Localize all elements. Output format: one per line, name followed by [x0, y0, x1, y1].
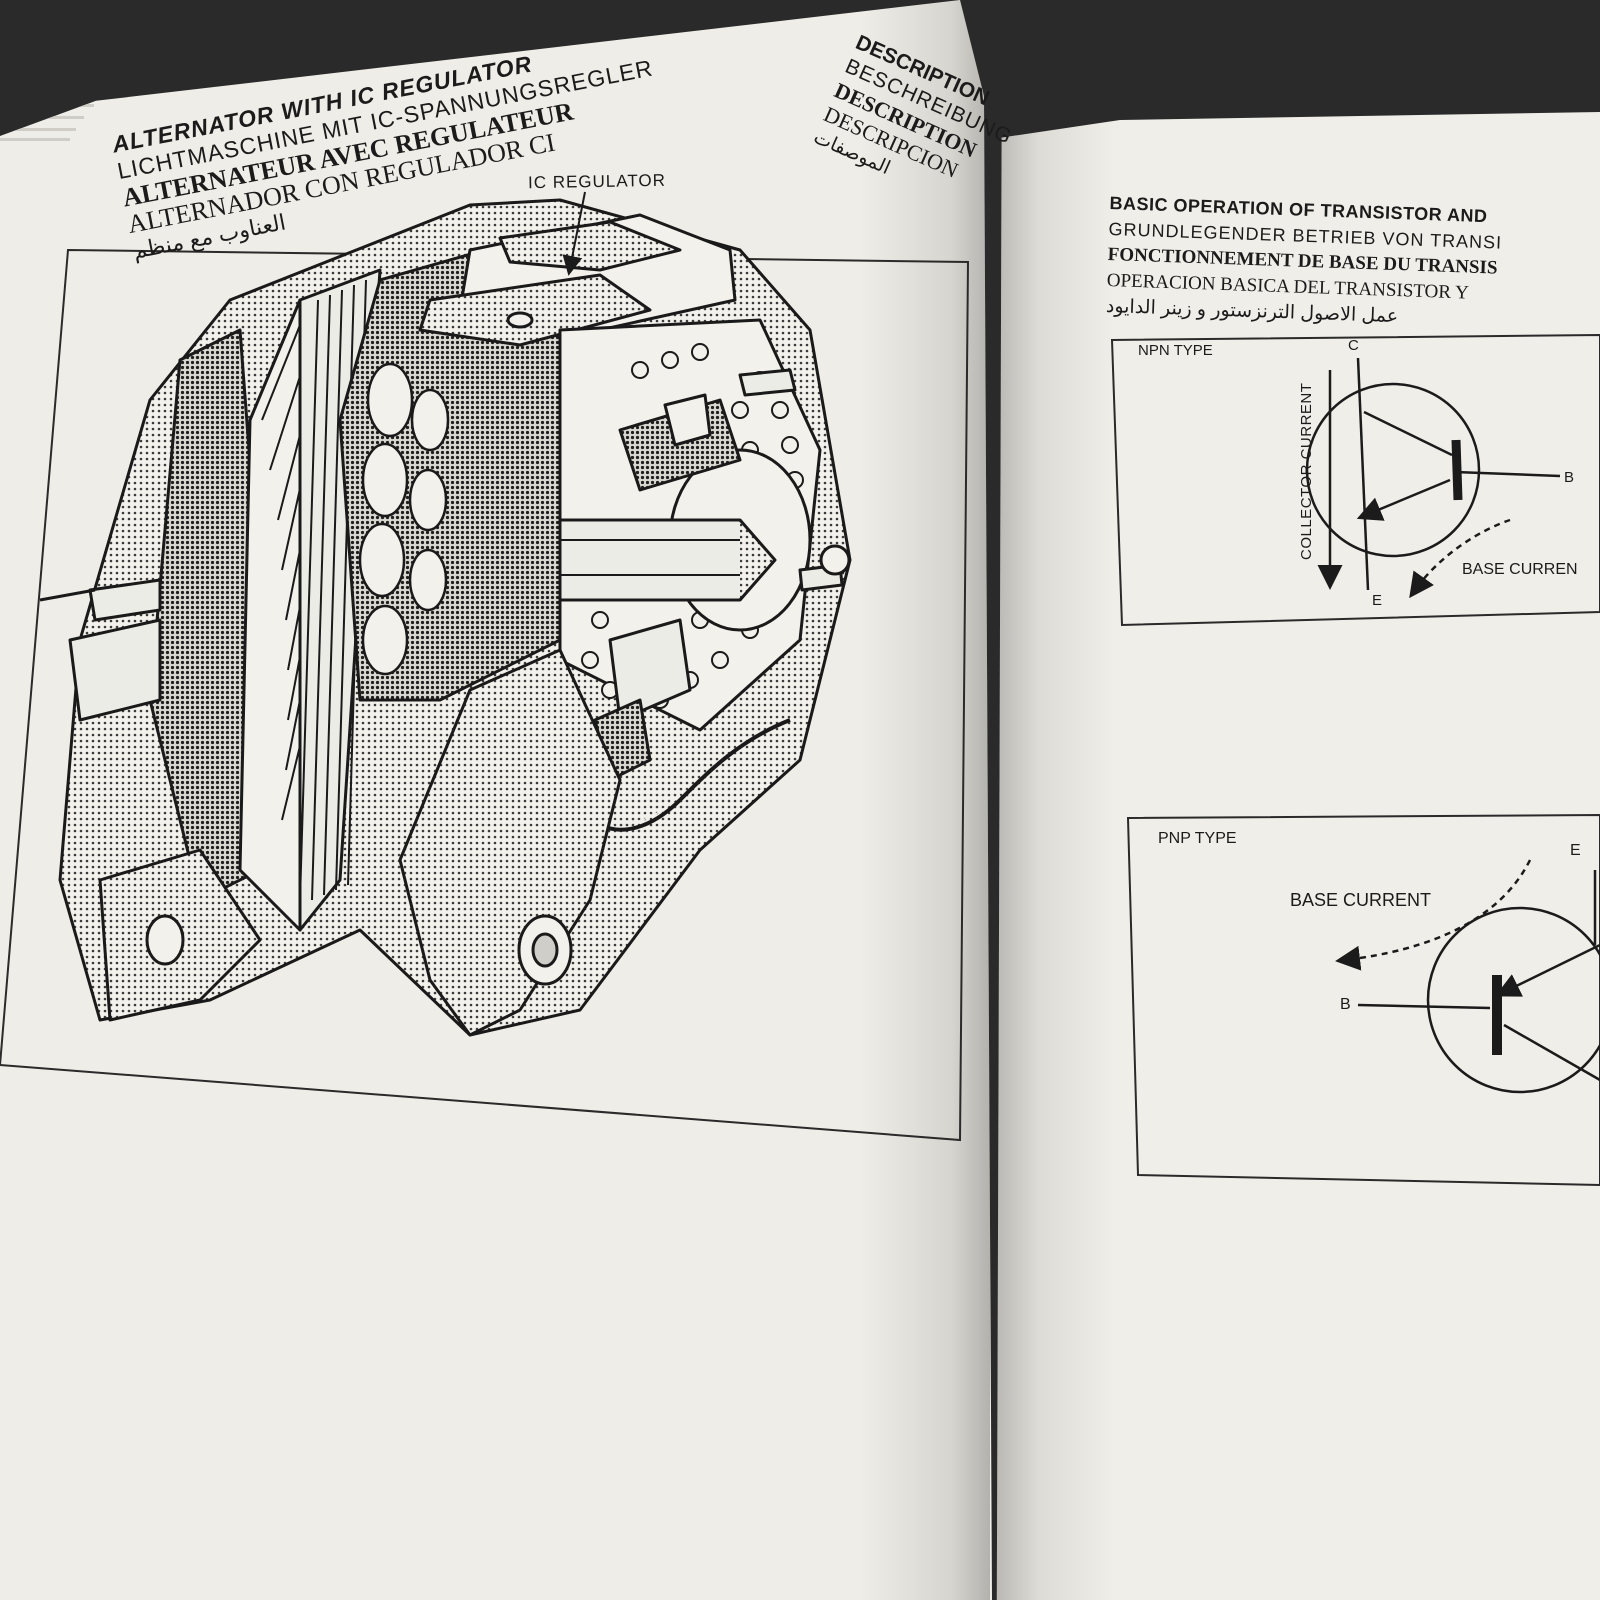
- npn-emitter-label: E: [1372, 592, 1383, 609]
- collector-current-label: COLLECTOR CURRENT: [1298, 382, 1315, 560]
- npn-base-current-label: BASE CURREN: [1462, 561, 1578, 578]
- pnp-type-label: PNP TYPE: [1158, 830, 1237, 847]
- pnp-emitter-label: E: [1570, 842, 1581, 859]
- npn-collector-label: C: [1348, 337, 1359, 354]
- ic-regulator-leader-line: [562, 191, 586, 276]
- npn-transistor-symbol: [1305, 357, 1561, 599]
- page-stack-edge: [0, 138, 70, 141]
- npn-base-current-arrow: [1409, 518, 1511, 599]
- npn-base-label: B: [1564, 469, 1575, 486]
- page-stack-edge: [6, 128, 76, 131]
- pnp-base-current-arrow: [1335, 859, 1532, 971]
- pnp-base-label: B: [1340, 996, 1351, 1013]
- pnp-transistor-symbol: [1335, 859, 1600, 1094]
- npn-type-label: NPN TYPE: [1138, 342, 1213, 359]
- alternator-illustration: [39, 198, 852, 1037]
- pnp-frame: [1126, 813, 1600, 1187]
- npn-frame: [1110, 333, 1600, 627]
- ic-regulator-label: IC REGULATOR: [527, 170, 667, 193]
- pnp-base-current-label: BASE CURRENT: [1290, 890, 1432, 910]
- book-gutter-shadow: [996, 120, 1115, 1600]
- right-title-block: BASIC OPERATION OF TRANSISTOR AND GRUNDL…: [1105, 190, 1503, 334]
